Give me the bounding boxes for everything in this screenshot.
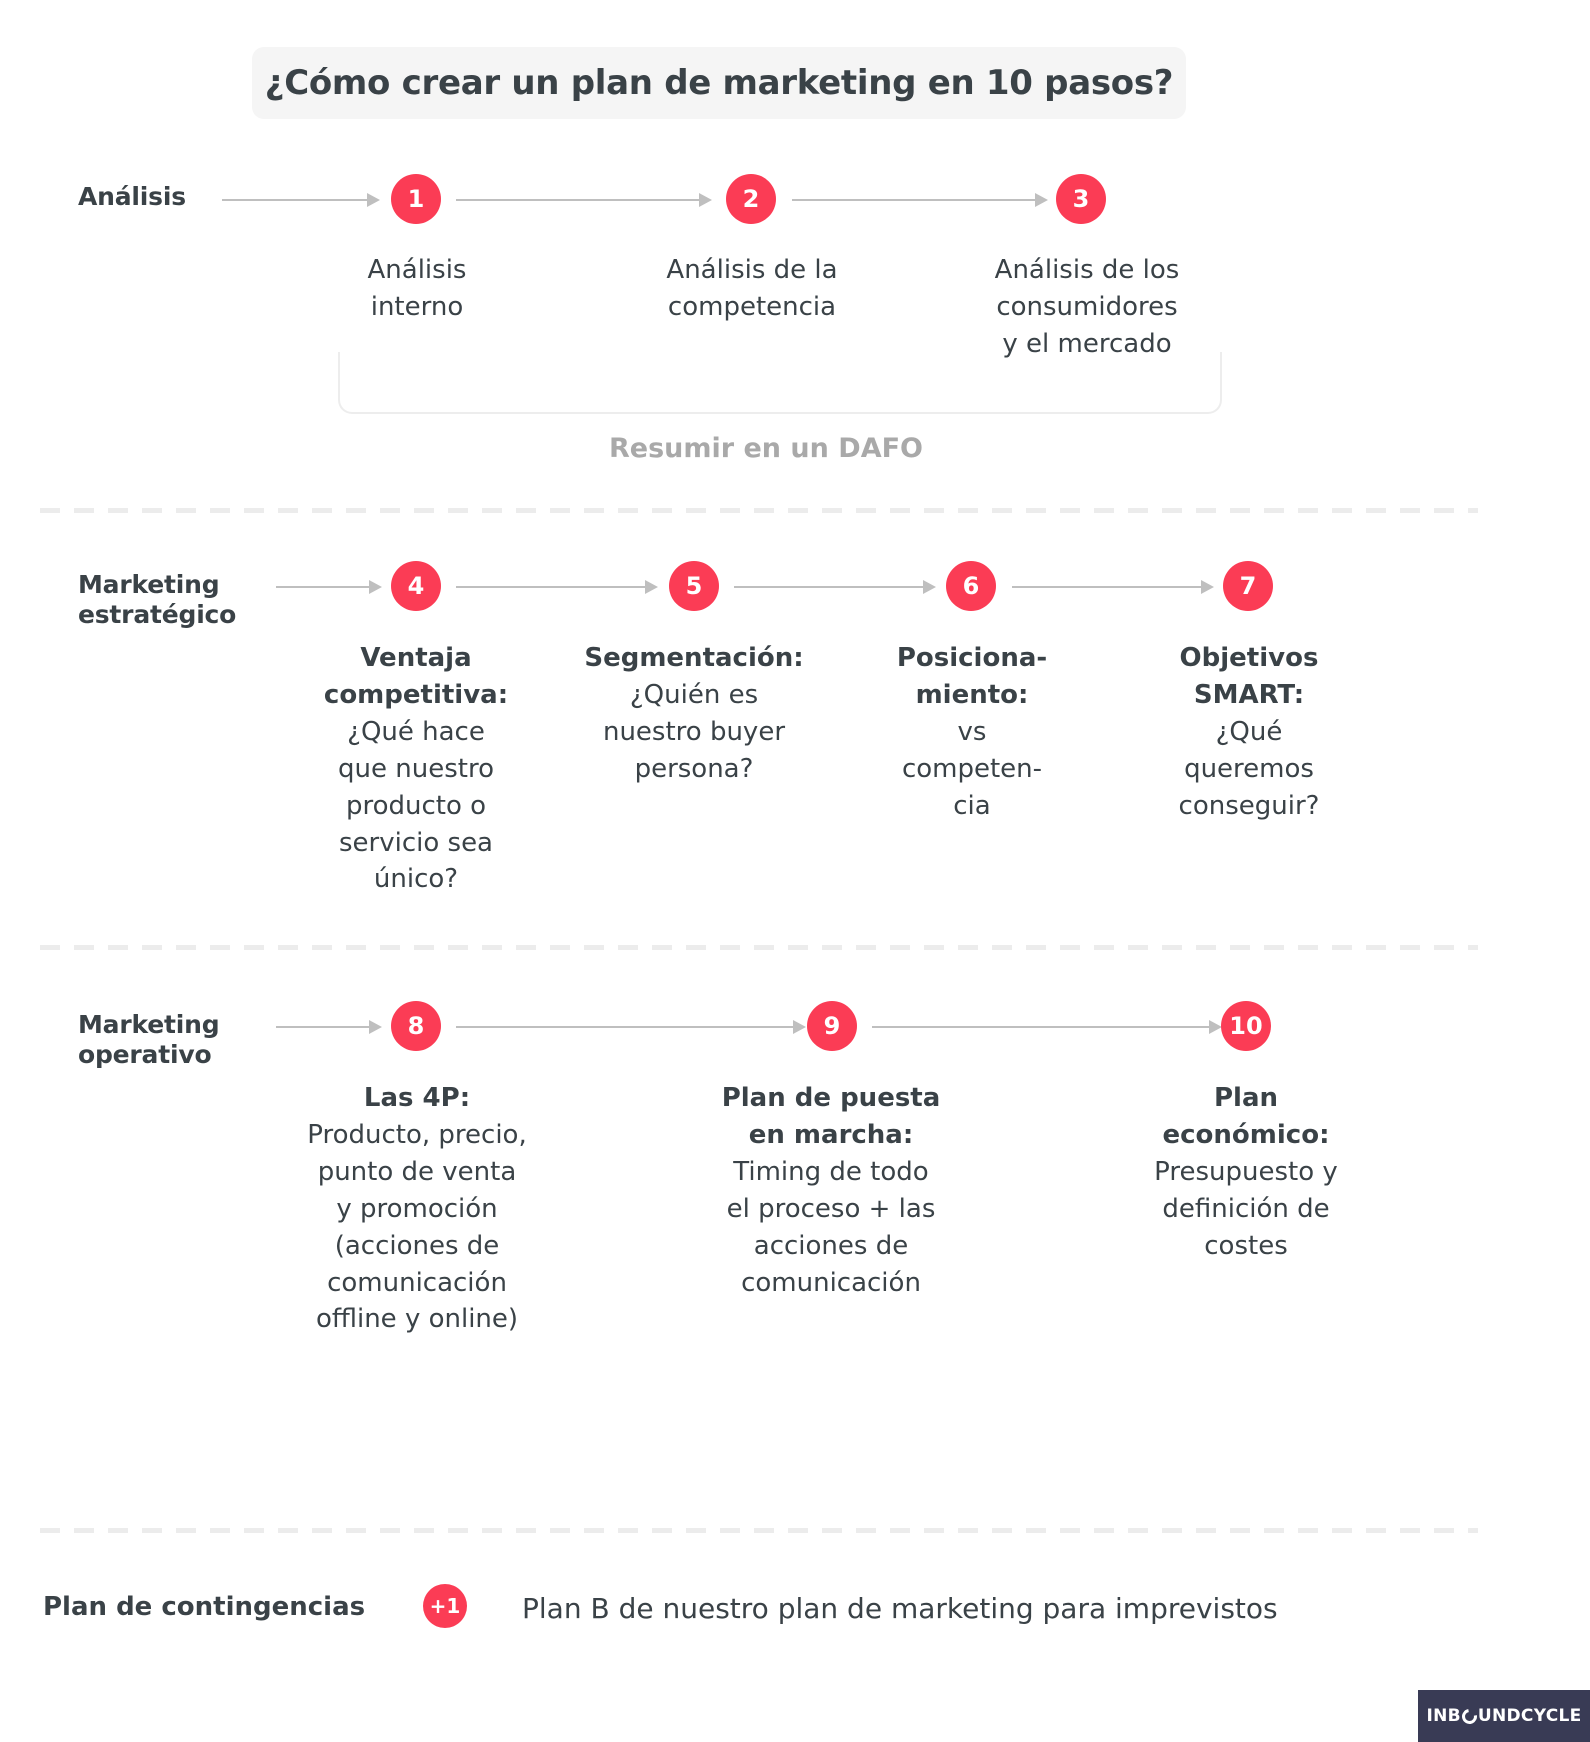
step-body-10: Presupuesto y definición de costes <box>1154 1156 1338 1261</box>
section-label-line-2: estratégico <box>78 599 237 629</box>
arrow-step1-to-step2 <box>456 192 712 208</box>
step-body-8: Producto, precio, punto de venta y promo… <box>307 1119 527 1335</box>
arrow-label-to-step1 <box>222 192 380 208</box>
contingency-text: Plan B de nuestro plan de marketing para… <box>522 1592 1278 1625</box>
step-body-4: ¿Qué hace que nuestro producto o servici… <box>338 716 494 895</box>
section-label-analisis: Análisis <box>78 182 186 211</box>
brand-logo-part1: INB <box>1426 1706 1461 1726</box>
step-8-text: Las 4P: Producto, precio, punto de venta… <box>278 1080 556 1338</box>
brand-logo[interactable]: INB UNDCYCLE <box>1418 1690 1590 1742</box>
step-body-9: Timing de todo el proceso + las acciones… <box>726 1156 936 1298</box>
step-badge-9[interactable]: 9 <box>807 1001 857 1051</box>
brand-logo-text: INB UNDCYCLE <box>1426 1705 1582 1727</box>
arrow-label-to-step4 <box>276 579 382 595</box>
arrow-step4-to-step5 <box>456 579 658 595</box>
circle-o-icon <box>1458 1705 1480 1727</box>
step-title-9: Plan de puesta en marcha: <box>721 1083 941 1150</box>
step-body-6: vs competen- cia <box>901 716 1043 821</box>
step-title-5: Segmentación: <box>584 643 804 673</box>
section-label-marketing-estrategico: Marketing estratégico <box>78 570 236 629</box>
step-title-7: Objetivos SMART: <box>1179 643 1319 710</box>
section-label-line-1: Marketing <box>78 1010 220 1039</box>
section-label-marketing-operativo: Marketing operativo <box>78 1010 220 1069</box>
arrow-step2-to-step3 <box>792 192 1048 208</box>
step-badge-6[interactable]: 6 <box>946 561 996 611</box>
section-divider-1 <box>40 508 1478 513</box>
step-badge-3[interactable]: 3 <box>1056 174 1106 224</box>
step-badge-1[interactable]: 1 <box>391 174 441 224</box>
step-7-text: Objetivos SMART: ¿Qué queremos conseguir… <box>1125 640 1373 825</box>
brand-logo-part2: UNDCYCLE <box>1477 1706 1582 1726</box>
step-body-5: ¿Quién es nuestro buyer persona? <box>602 679 786 784</box>
step-body-7: ¿Qué queremos conseguir? <box>1178 716 1320 821</box>
arrow-step8-to-step9 <box>456 1019 806 1035</box>
step-4-text: Ventaja competitiva: ¿Qué hace que nuest… <box>292 640 540 898</box>
section-divider-2 <box>40 945 1478 950</box>
step-badge-5[interactable]: 5 <box>669 561 719 611</box>
section-divider-3 <box>40 1528 1478 1533</box>
arrow-step6-to-step7 <box>1012 579 1214 595</box>
arrow-step9-to-step10 <box>872 1019 1222 1035</box>
step-badge-2[interactable]: 2 <box>726 174 776 224</box>
section-label-line-1: Marketing <box>78 570 220 599</box>
step-6-text: Posiciona- miento: vs competen- cia <box>848 640 1096 825</box>
step-body-2: Análisis de la competencia <box>666 255 838 322</box>
step-title-8: Las 4P: <box>363 1083 471 1113</box>
dafo-note: Resumir en un DAFO <box>609 433 923 464</box>
step-9-text: Plan de puesta en marcha: Timing de todo… <box>692 1080 970 1301</box>
step-title-10: Plan económico: <box>1162 1083 1330 1150</box>
step-badge-8[interactable]: 8 <box>391 1001 441 1051</box>
arrow-step5-to-step6 <box>734 579 936 595</box>
contingency-badge[interactable]: +1 <box>423 1584 467 1628</box>
step-badge-4[interactable]: 4 <box>391 561 441 611</box>
step-title-4: Ventaja competitiva: <box>323 643 509 710</box>
page-title-banner: ¿Cómo crear un plan de marketing en 10 p… <box>252 47 1186 119</box>
arrow-label-to-step8 <box>276 1019 382 1035</box>
step-body-1: Análisis interno <box>367 255 467 322</box>
step-10-text: Plan económico: Presupuesto y definición… <box>1107 1080 1385 1265</box>
page-title: ¿Cómo crear un plan de marketing en 10 p… <box>264 63 1174 103</box>
analysis-bracket <box>338 352 1222 414</box>
contingency-label: Plan de contingencias <box>43 1592 366 1622</box>
section-label-line-2: operativo <box>78 1039 212 1069</box>
step-title-6: Posiciona- miento: <box>896 643 1048 710</box>
step-body-3: Análisis de los consumidores y el mercad… <box>994 255 1180 359</box>
step-5-text: Segmentación: ¿Quién es nuestro buyer pe… <box>570 640 818 788</box>
step-badge-7[interactable]: 7 <box>1223 561 1273 611</box>
step-badge-10[interactable]: 10 <box>1221 1001 1271 1051</box>
